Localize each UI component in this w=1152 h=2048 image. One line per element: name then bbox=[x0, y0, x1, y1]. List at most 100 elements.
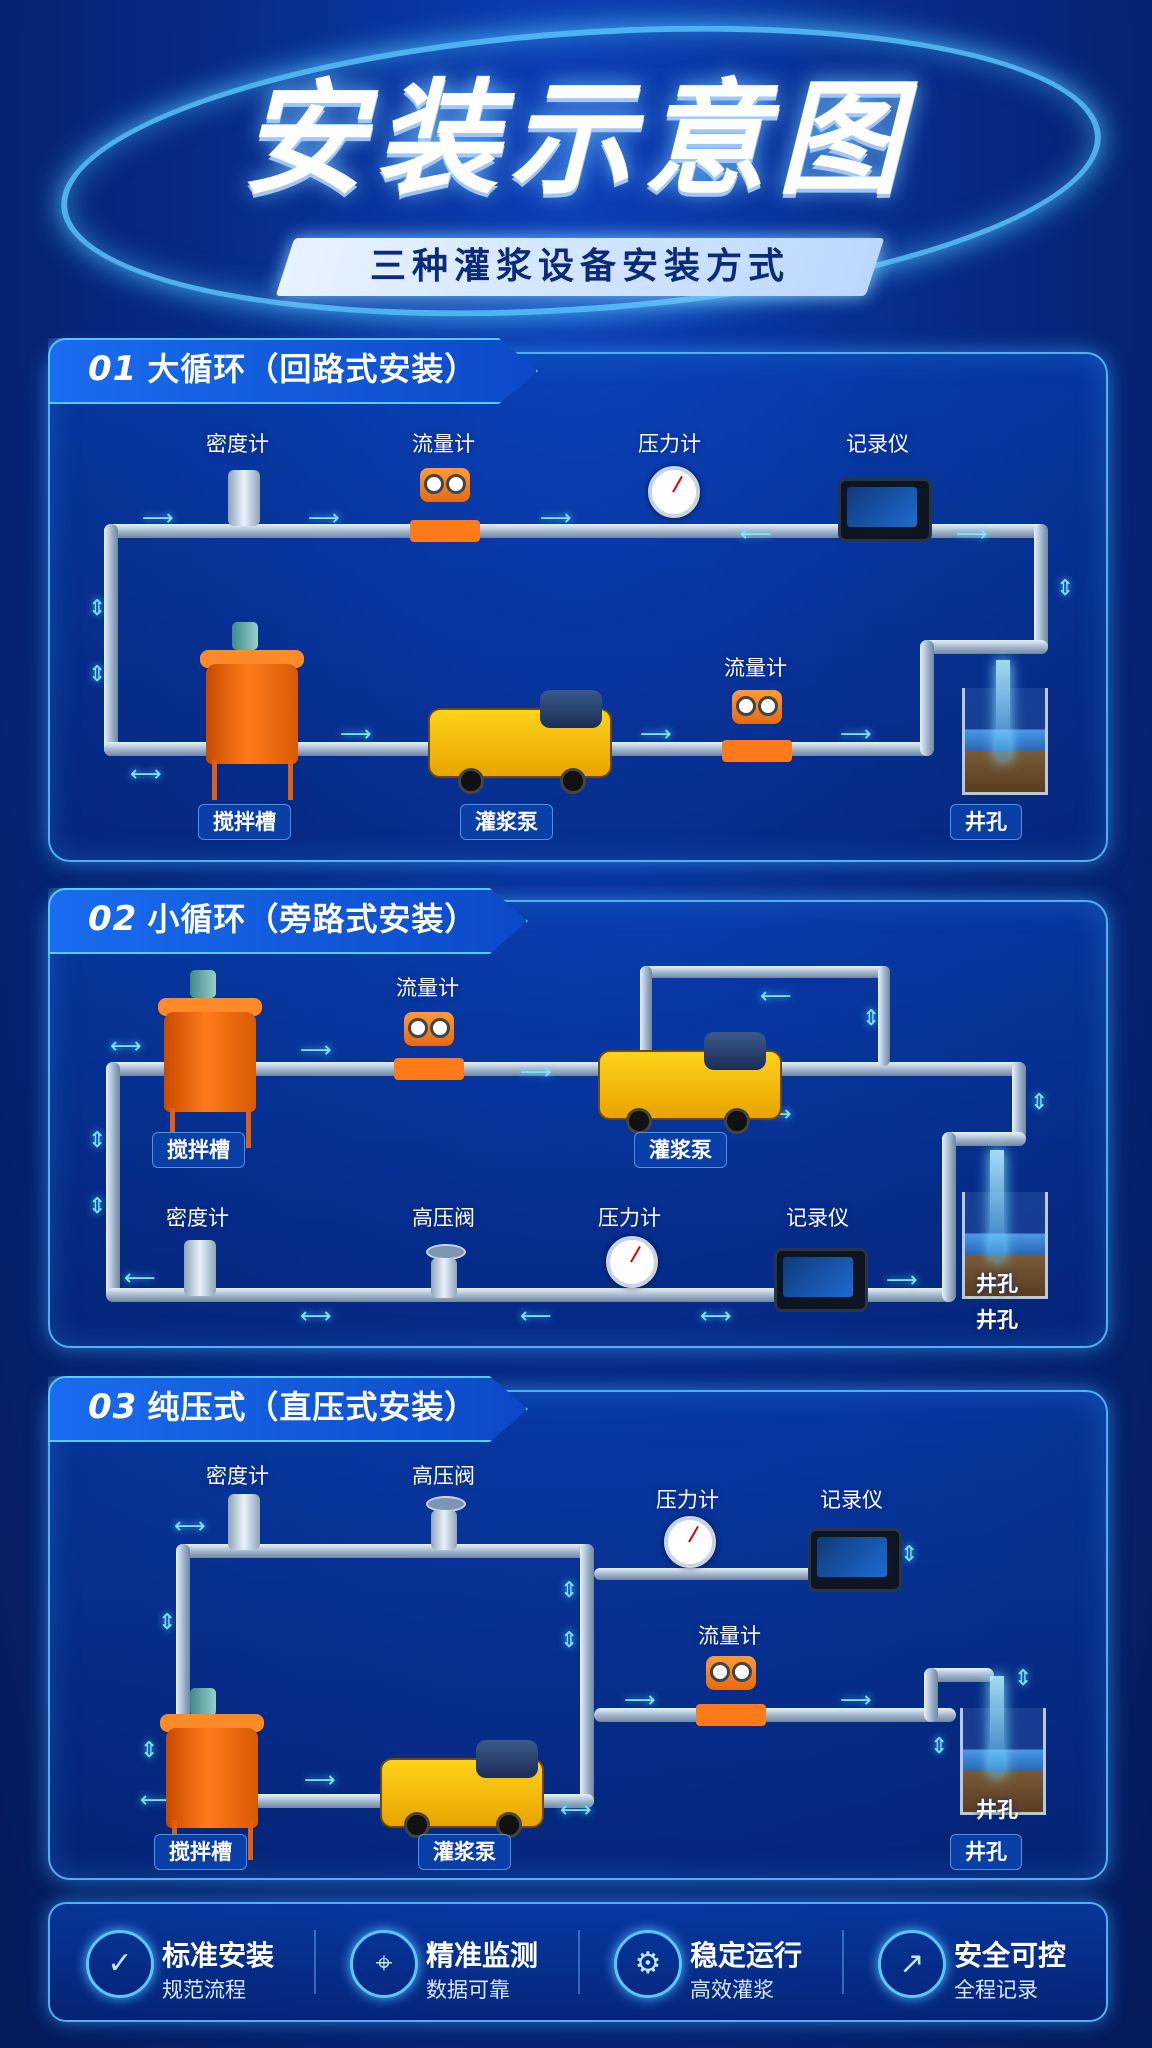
s2-arrow: ⇕ bbox=[1030, 1090, 1049, 1115]
s2-flowmeter-label: 流量计 bbox=[396, 976, 459, 1000]
s1-tank-leg bbox=[288, 760, 293, 800]
shield-check-icon: ✓ bbox=[86, 1930, 154, 1998]
section-02-number: 02 bbox=[88, 899, 138, 939]
s3-flowmeter-body bbox=[696, 1704, 766, 1726]
s3-arrow: ⟷ bbox=[174, 1514, 206, 1539]
s2-tank-motor-icon bbox=[190, 970, 216, 998]
s3-arrow: ⇕ bbox=[900, 1542, 919, 1567]
s1-arrow: ⟷ bbox=[130, 762, 162, 787]
chart-up-icon: ↗ bbox=[878, 1930, 946, 1998]
s2-arrow: ⇕ bbox=[88, 1194, 107, 1219]
s3-left-pipe bbox=[176, 1544, 190, 1722]
section-01-title: 大循环（回路式安装） bbox=[147, 350, 478, 388]
s1-right-pipe bbox=[1034, 524, 1048, 654]
s3-arrow: ⟷ bbox=[560, 1798, 592, 1823]
s2-well-inner-label: 井孔 bbox=[976, 1272, 1018, 1296]
feature-divider bbox=[314, 1930, 316, 1994]
s1-flowmeter-bottom-body bbox=[722, 740, 792, 762]
s3-pressure-label: 压力计 bbox=[656, 1488, 719, 1512]
s1-well-drop-pipe bbox=[920, 640, 934, 756]
s1-pressure-label: 压力计 bbox=[638, 432, 701, 456]
s1-arrow: ⟶ bbox=[340, 722, 372, 747]
gear-icon: ⚙ bbox=[614, 1930, 682, 1998]
s3-arrow: ⟶ bbox=[304, 1768, 336, 1793]
s3-well-link-pipe bbox=[924, 1668, 938, 1722]
s1-arrow: ⟶ bbox=[540, 506, 572, 531]
s3-feed-pipe bbox=[594, 1708, 956, 1722]
feature-subtitle: 高效灌浆 bbox=[690, 1978, 774, 2002]
s3-arrow: ⟵ bbox=[140, 1788, 172, 1813]
s1-arrow: ⟶ bbox=[640, 722, 672, 747]
s1-pump-wheel-icon bbox=[560, 768, 586, 794]
s2-bottom-pipe bbox=[106, 1288, 956, 1302]
s3-density-meter-icon bbox=[228, 1494, 260, 1550]
s1-flowmeter-top-icon bbox=[420, 468, 470, 502]
s2-recorder-label: 记录仪 bbox=[786, 1206, 849, 1230]
s1-well-beam bbox=[996, 660, 1010, 760]
s2-bypass-right-pipe bbox=[878, 966, 890, 1066]
s2-well-beam bbox=[990, 1150, 1004, 1260]
s1-arrow: ⟶ bbox=[840, 722, 872, 747]
s1-pressure-gauge-icon bbox=[648, 466, 700, 518]
section-03-number: 03 bbox=[88, 1387, 138, 1427]
target-icon: ⌖ bbox=[350, 1930, 418, 1998]
s2-arrow: ⟷ bbox=[110, 1034, 142, 1059]
s3-arrow: ⟶ bbox=[624, 1688, 656, 1713]
s3-tank-tag: 搅拌槽 bbox=[154, 1834, 247, 1870]
s3-recorder-icon bbox=[808, 1528, 902, 1592]
s2-pump-tag: 灌浆泵 bbox=[634, 1132, 727, 1168]
s3-arrow: ⇕ bbox=[1014, 1666, 1033, 1691]
s2-bypass-top-pipe bbox=[640, 966, 890, 978]
s3-arrow: ⟶ bbox=[840, 1688, 872, 1713]
s2-left-pipe bbox=[106, 1062, 120, 1300]
s2-tank-lid bbox=[158, 998, 262, 1016]
s3-tank-motor-icon bbox=[190, 1688, 216, 1716]
s2-arrow: ⟷ bbox=[700, 1304, 732, 1329]
section-01-number: 01 bbox=[88, 349, 138, 389]
s1-arrow: ⟶ bbox=[308, 506, 340, 531]
section-02-title: 小循环（旁路式安装） bbox=[147, 900, 478, 938]
s2-density-label: 密度计 bbox=[166, 1206, 229, 1230]
s1-arrow: ⟶ bbox=[142, 506, 174, 531]
feature-precise-monitoring: ⌖ 精准监测 数据可靠 bbox=[314, 1904, 578, 2020]
s2-high-pressure-valve-icon bbox=[431, 1258, 457, 1298]
s1-tank-leg bbox=[212, 760, 217, 800]
s1-recorder-icon bbox=[838, 478, 932, 542]
s2-flowmeter-body bbox=[394, 1058, 464, 1080]
s3-riser-pipe bbox=[580, 1544, 594, 1808]
s1-tank-motor-icon bbox=[232, 622, 258, 650]
s3-well-inner-label: 井孔 bbox=[976, 1798, 1018, 1822]
s1-density-label: 密度计 bbox=[206, 432, 269, 456]
s1-pump-motor-icon bbox=[540, 690, 602, 728]
feature-subtitle: 全程记录 bbox=[954, 1978, 1038, 2002]
s1-flowmeter-top-body bbox=[410, 520, 480, 542]
s2-mixing-tank-icon bbox=[164, 1012, 256, 1112]
s2-tank-tag: 搅拌槽 bbox=[152, 1132, 245, 1168]
s1-pump-tag: 灌浆泵 bbox=[460, 804, 553, 840]
feature-divider bbox=[842, 1930, 844, 1994]
feature-title: 标准安装 bbox=[162, 1939, 275, 1972]
s2-bypass-left-pipe bbox=[640, 966, 652, 1066]
s2-pump-motor-icon bbox=[704, 1032, 766, 1070]
section-03-title: 纯压式（直压式安装） bbox=[147, 1388, 478, 1426]
s2-arrow: ⟵ bbox=[520, 1304, 552, 1329]
section-01-tab bbox=[48, 338, 538, 404]
s2-arrow: ⟶ bbox=[520, 1060, 552, 1085]
s2-pump-wheel-icon bbox=[626, 1108, 652, 1134]
feature-divider bbox=[578, 1930, 580, 1994]
section-02-tab bbox=[48, 888, 528, 954]
s1-arrow: ⟶ bbox=[956, 522, 988, 547]
s1-well-tag: 井孔 bbox=[950, 804, 1022, 840]
s3-recorder-label: 记录仪 bbox=[820, 1488, 883, 1512]
s3-arrow: ⇕ bbox=[140, 1738, 159, 1763]
s3-pressure-gauge-icon bbox=[664, 1516, 716, 1568]
section-03-tab bbox=[48, 1376, 528, 1442]
s3-arrow: ⇕ bbox=[560, 1628, 579, 1653]
s1-mixing-tank-icon bbox=[206, 664, 298, 764]
s3-pump-motor-icon bbox=[476, 1740, 538, 1778]
s2-pressure-label: 压力计 bbox=[598, 1206, 661, 1230]
s1-tank-tag: 搅拌槽 bbox=[198, 804, 291, 840]
s1-flowmeter-bottom-icon bbox=[732, 690, 782, 724]
